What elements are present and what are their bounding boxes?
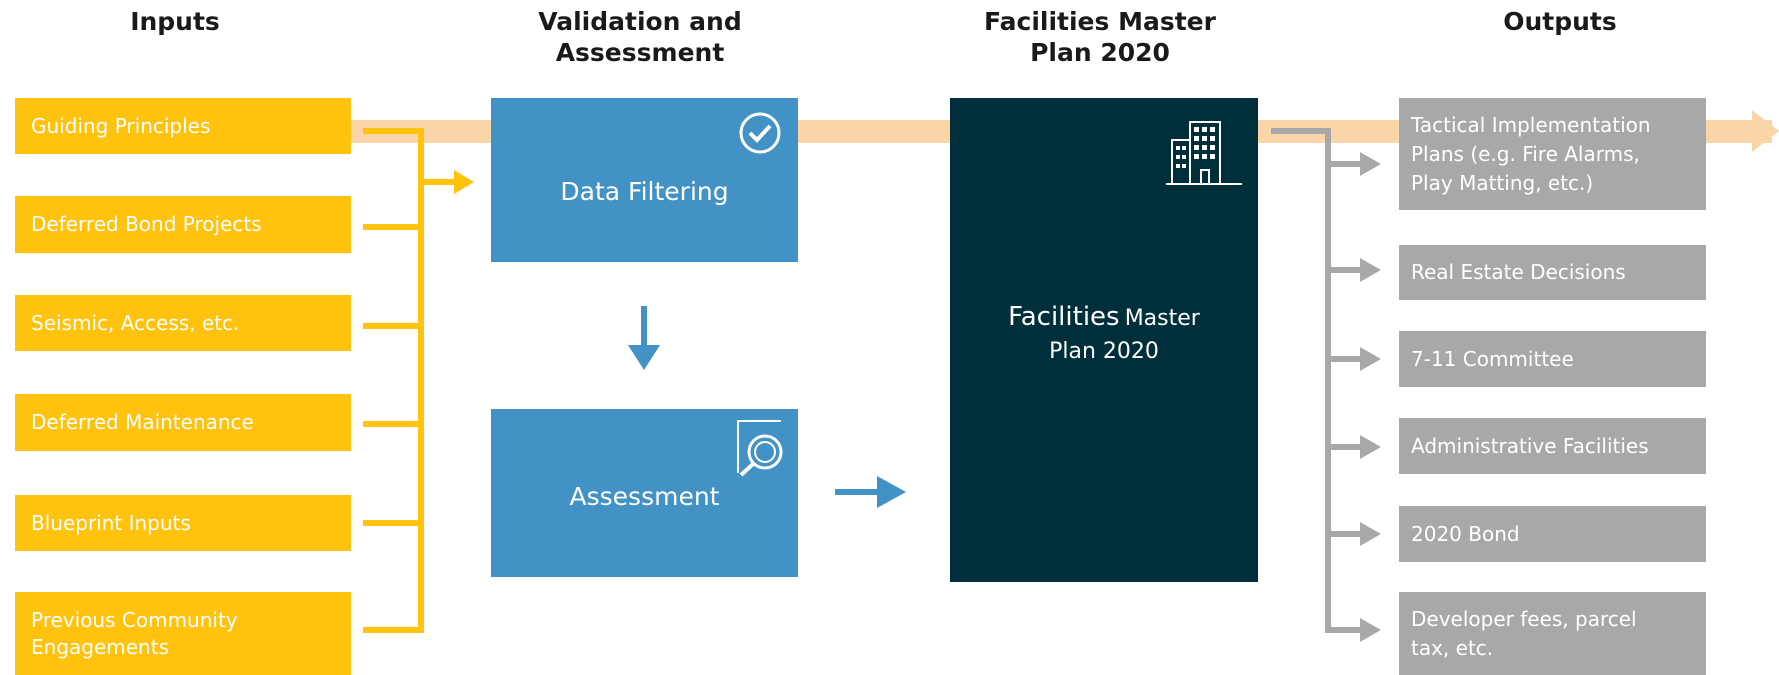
input-deferred-maintenance: Deferred Maintenance [15, 394, 351, 451]
output-tactical-line1: Tactical Implementation [1411, 112, 1651, 137]
output-7-11-committee: 7-11 Committee [1399, 331, 1706, 387]
input-guiding-principles: Guiding Principles [15, 98, 351, 154]
input-previous-community-engagements: Previous Community Engagements [15, 592, 351, 675]
output-developer-line1: Developer fees, parcel [1411, 606, 1637, 631]
header-fmp-line2: Plan 2020 [1030, 38, 1170, 67]
input-deferred-bond-projects: Deferred Bond Projects [15, 196, 351, 253]
output-2020-bond: 2020 Bond [1399, 506, 1706, 562]
input-blueprint-inputs: Blueprint Inputs [15, 495, 351, 551]
fmp-box-word1: Facilities [1008, 302, 1120, 332]
building-icon [1166, 121, 1242, 185]
output-real-estate-decisions: Real Estate Decisions [1399, 245, 1706, 300]
input-seismic-access: Seismic, Access, etc. [15, 295, 351, 351]
input-previous-community-line1: Previous Community [31, 607, 238, 632]
check-circle-icon [739, 112, 781, 154]
document-search-icon [737, 420, 783, 477]
output-tactical-line3: Play Matting, etc.) [1411, 170, 1594, 195]
output-developer-fees: Developer fees, parcel tax, etc. [1399, 592, 1706, 675]
output-developer-line2: tax, etc. [1411, 635, 1494, 660]
header-fmp-line1: Facilities Master [984, 7, 1216, 36]
header-validation-assessment: Validation and Assessment [495, 6, 785, 68]
fmp-box-word2: Master [1124, 306, 1200, 331]
header-validation-line2: Assessment [555, 38, 725, 67]
header-outputs: Outputs [1503, 7, 1617, 36]
header-validation-line1: Validation and [538, 7, 742, 36]
assessment-box: Assessment [491, 409, 798, 577]
output-tactical-line2: Plans (e.g. Fire Alarms, [1411, 141, 1640, 166]
input-previous-community-line2: Engagements [31, 634, 169, 659]
header-facilities-master-plan: Facilities Master Plan 2020 [945, 6, 1255, 68]
data-filtering-box: Data Filtering [491, 98, 798, 262]
fmp-box-line2: Plan 2020 [1049, 339, 1159, 364]
output-tactical-implementation: Tactical Implementation Plans (e.g. Fire… [1399, 98, 1706, 210]
header-inputs: Inputs [130, 7, 220, 36]
output-administrative-facilities: Administrative Facilities [1399, 418, 1706, 474]
facilities-master-plan-box: Facilities Master Plan 2020 [950, 98, 1258, 582]
